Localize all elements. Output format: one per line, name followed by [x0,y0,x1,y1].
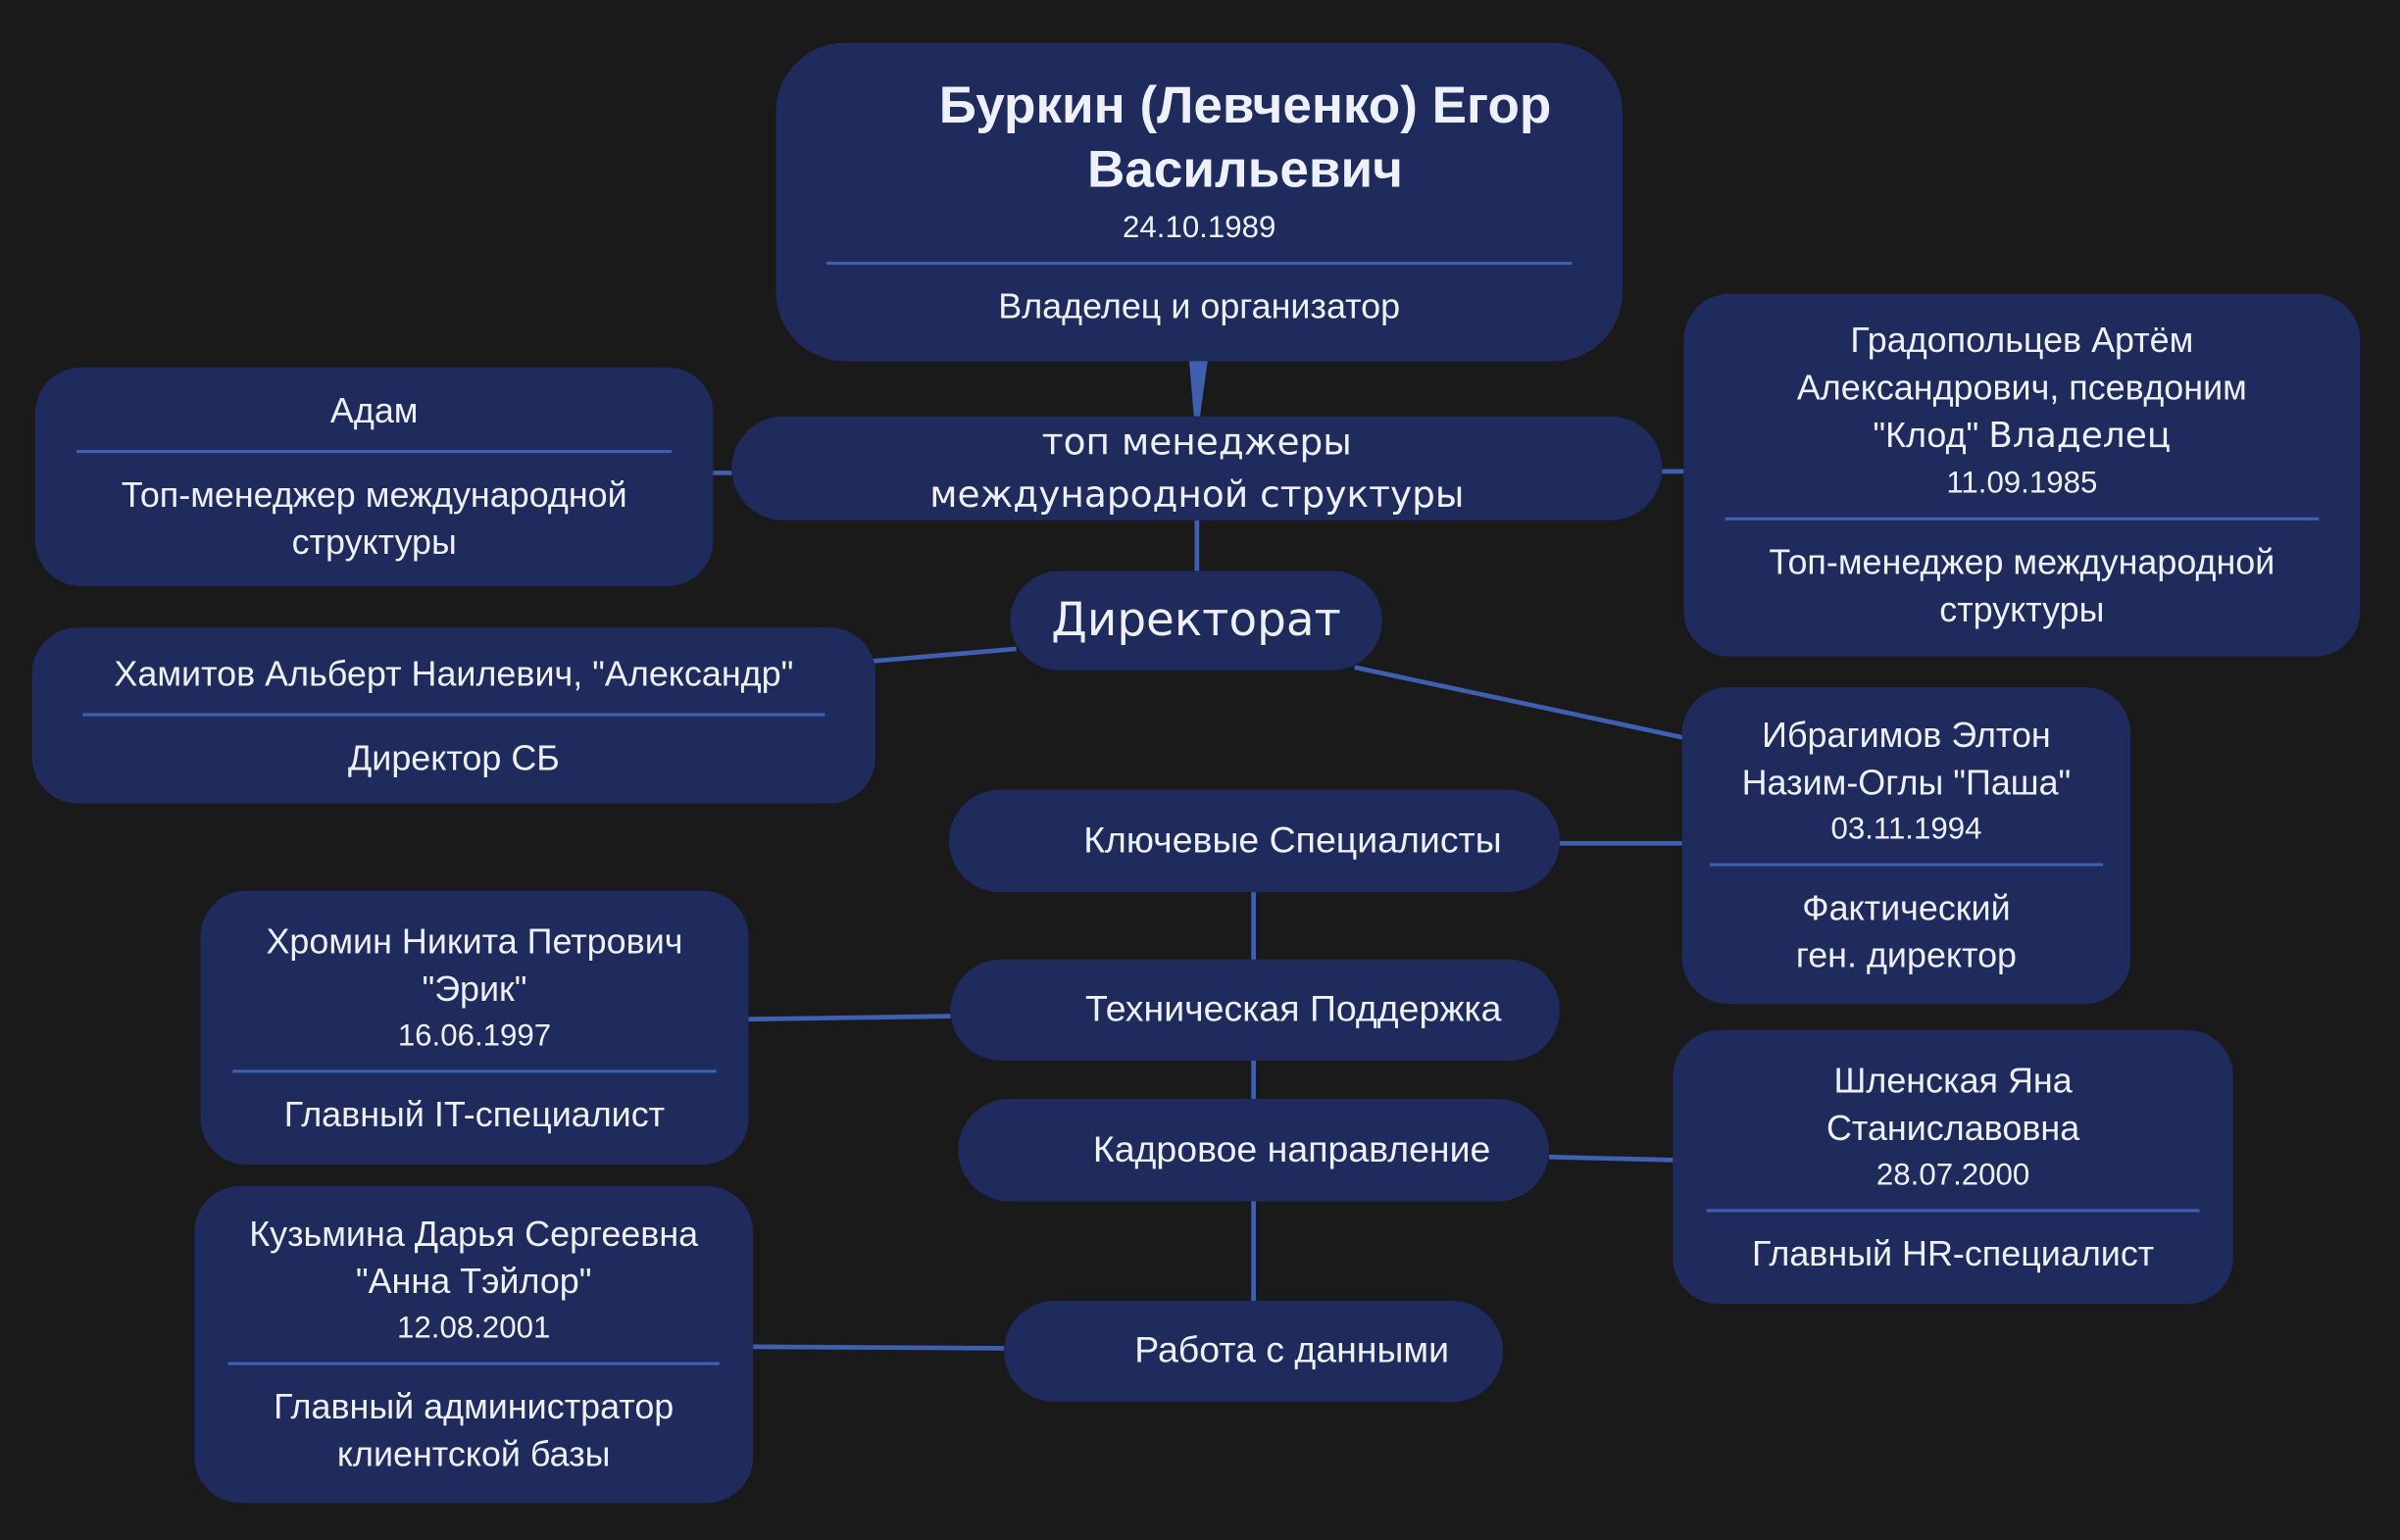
group-label: Техническая Поддержка [1084,988,1502,1030]
divider [1724,517,2320,521]
group-label: топ менеджеры международной структуры [929,421,1465,517]
person-date: 12.08.2001 [397,1311,551,1346]
person-date: 03.11.1994 [1830,812,1982,847]
connector-root-top [1189,361,1208,417]
person-date: 11.09.1985 [1946,467,2098,501]
group-label: Ключевые Специалисты [1083,820,1502,862]
person-role: Топ-менеджер международной структуры [1769,541,2275,629]
person-role: Главный администратор клиентской базы [274,1386,675,1474]
person-date: 16.06.1997 [397,1018,552,1053]
node-shlenskaya[interactable]: Шленская Яна Станиславовна 28.07.2000 Гл… [1673,1029,2233,1305]
person-name: Шленская Яна Станиславовна [1825,1060,2080,1148]
person-name: Градопольцев Артём Александрович, псевдо… [1746,317,2297,461]
node-gradopoltsev[interactable]: Градопольцев Артём Александрович, псевдо… [1683,293,2361,657]
person-name: Адам [329,390,419,430]
divider [227,1362,720,1366]
group-label: Работа с данными [1134,1329,1450,1371]
divider [1706,1208,2200,1212]
connector-directorate-khamitov [872,646,1017,664]
node-kuzmina[interactable]: Кузьмина Дарья Сергеевна "Анна Тэйлор" 1… [194,1185,754,1504]
group-top-managers[interactable]: топ менеджеры международной структуры [731,416,1663,521]
node-khromin[interactable]: Хромин Никита Петрович "Эрик" 16.06.1997… [200,890,749,1166]
group-data[interactable]: Работа с данными [1004,1301,1504,1403]
person-role: Директор СБ [347,736,560,777]
divider [82,712,825,716]
person-name: Кузьмина Дарья Сергеевна "Анна Тэйлор" [249,1214,699,1302]
person-name: Хромин Никита Петрович "Эрик" [266,920,683,1009]
divider [75,449,674,454]
connector-directorate-ibragimov [1354,665,1684,740]
connector-hr-shlenskaya [1548,1154,1674,1163]
root-role: Владелец и организатор [998,285,1401,326]
group-tech-support[interactable]: Техническая Поддержка [950,959,1560,1061]
group-directorate[interactable]: Директорат [1010,571,1382,671]
person-extra: Владелец [1988,416,2172,457]
root-date: 24.10.1989 [1123,211,1276,245]
node-root[interactable]: Буркин (Левченко) Егор Васильевич 24.10.… [775,42,1623,362]
group-label: Директорат [1051,593,1341,648]
person-role: Топ-менеджер международной структуры [121,473,627,562]
person-name-text: Градопольцев Артём Александрович, псевдо… [1796,320,2247,455]
group-hr[interactable]: Кадровое направление [958,1098,1549,1202]
person-name: Хамитов Альберт Наилевич, "Александр" [114,652,794,693]
node-ibragimov[interactable]: Ибрагимов Элтон Назим-Оглы "Паша" 03.11.… [1681,686,2131,1005]
person-date: 28.07.2000 [1875,1158,2030,1192]
person-role: Главный IT-специалист [283,1093,666,1134]
node-adam[interactable]: Адам Топ-менеджер международной структур… [34,367,714,586]
divider [826,261,1573,266]
divider [1709,863,2104,867]
group-key-specialists[interactable]: Ключевые Специалисты [948,789,1560,893]
connector-data-kuzmina [753,1344,1005,1351]
connector-tech-khromin [748,1014,951,1022]
person-role: Фактический ген. директор [1795,887,2018,975]
person-name: Ибрагимов Элтон Назим-Оглы "Паша" [1741,715,2072,803]
person-role: Главный HR-специалист [1751,1232,2155,1273]
root-name: Буркин (Левченко) Егор Васильевич [938,76,1552,199]
group-label: Кадровое направление [1092,1128,1491,1170]
node-khamitov[interactable]: Хамитов Альберт Наилевич, "Александр" Ди… [31,627,876,804]
divider [233,1068,716,1072]
